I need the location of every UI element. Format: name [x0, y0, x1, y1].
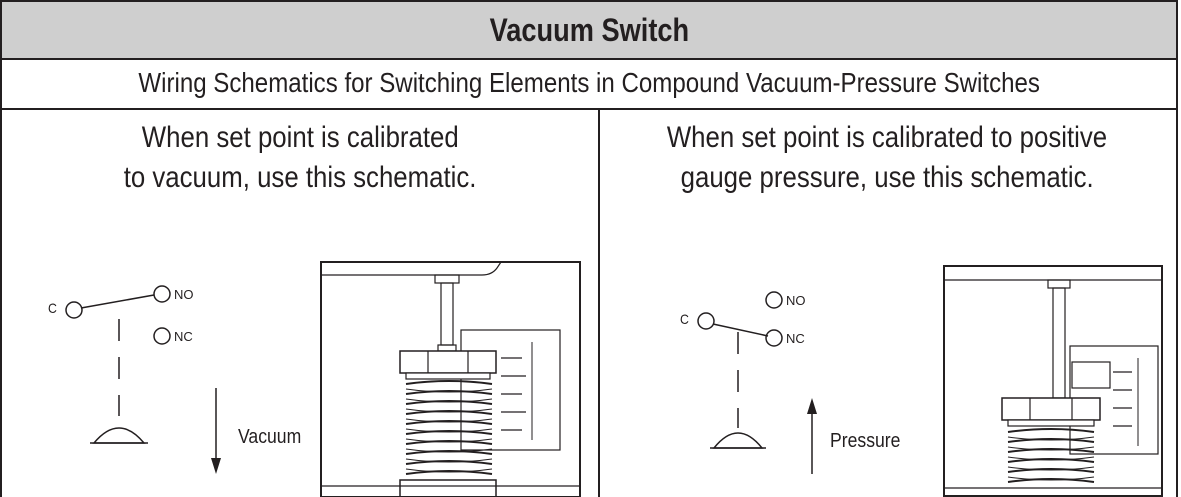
title-bar: Vacuum Switch — [0, 0, 1178, 60]
terminal-c-contact — [697, 312, 715, 330]
pressure-caption-line2: gauge pressure, use this schematic. — [680, 161, 1094, 194]
terminal-nc-contact — [765, 329, 783, 347]
terminal-nc-label: NC — [786, 331, 805, 346]
vacuum-caption: When set point is calibrated to vacuum, … — [2, 118, 598, 198]
vacuum-arrow-label: Vacuum — [238, 426, 302, 448]
terminal-no-label: NO — [786, 293, 806, 308]
page-title: Vacuum Switch — [489, 11, 689, 48]
pressure-schematic-panel: When set point is calibrated to positive… — [598, 110, 1178, 497]
page-subtitle: Wiring Schematics for Switching Elements… — [138, 67, 1040, 98]
diaphragm-symbol — [712, 432, 764, 449]
vacuum-schematic-panel: When set point is calibrated to vacuum, … — [0, 110, 600, 497]
vacuum-caption-line1: When set point is calibrated — [141, 121, 459, 154]
terminal-c-label: C — [680, 311, 689, 327]
terminal-c-label: C — [48, 300, 57, 316]
pressure-switch-illustration — [943, 265, 1163, 497]
vacuum-caption-line2: to vacuum, use this schematic. — [123, 161, 477, 194]
pressure-caption: When set point is calibrated to positive… — [598, 118, 1176, 198]
terminal-nc-label: NC — [174, 329, 193, 344]
subtitle-bar: Wiring Schematics for Switching Elements… — [0, 58, 1178, 110]
terminal-nc-contact — [153, 327, 171, 345]
pressure-wiring-diagram — [697, 265, 1163, 497]
terminal-c-contact — [65, 301, 83, 319]
pressure-arrow-label: Pressure — [830, 430, 901, 452]
vacuum-switch-illustration — [320, 261, 581, 497]
diaphragm-symbol — [92, 427, 146, 444]
vacuum-wiring-diagram — [65, 261, 581, 497]
switch-blade — [712, 323, 769, 337]
terminal-no-contact — [153, 285, 171, 303]
switch-blade — [80, 294, 155, 309]
terminal-no-contact — [765, 291, 783, 309]
terminal-no-label: NO — [174, 287, 194, 302]
vacuum-arrow-head — [211, 458, 221, 474]
pressure-caption-line1: When set point is calibrated to positive — [666, 121, 1108, 154]
pressure-arrow-head — [807, 398, 817, 414]
